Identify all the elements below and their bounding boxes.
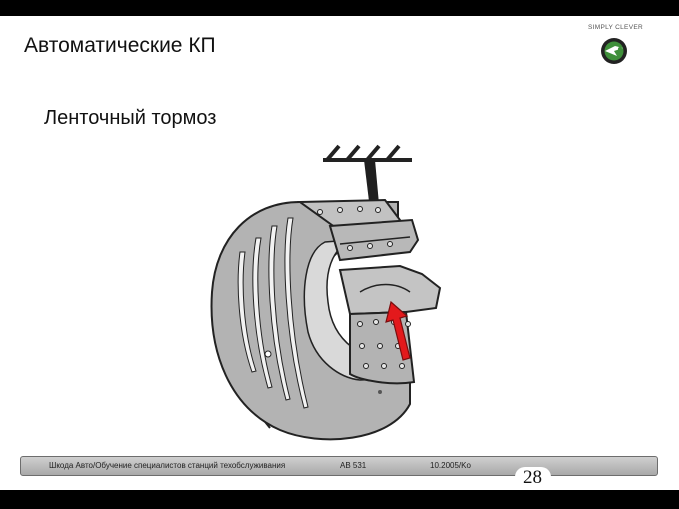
logo-tagline: SIMPLY CLEVER <box>588 24 643 31</box>
footer-date: 10.2005/Ko <box>430 461 471 470</box>
brand-logo: SIMPLY CLEVER <box>588 24 643 68</box>
page-number-tab <box>515 467 551 489</box>
footer-code: AB 531 <box>340 461 367 470</box>
bottom-black-bar <box>0 490 679 509</box>
slide-subtitle: Ленточный тормоз <box>44 107 217 129</box>
footer-course: Шкода Авто/Обучение специалистов станций… <box>49 461 286 470</box>
upper-band-lug <box>296 198 420 262</box>
top-black-bar <box>0 0 679 16</box>
slide-title: Автоматические КП <box>24 34 216 57</box>
ground-anchor-icon <box>323 144 412 162</box>
band-slots <box>237 217 309 409</box>
force-arrow-icon <box>385 300 411 361</box>
page-number: 28 <box>523 467 542 488</box>
lower-band-lug <box>338 264 442 385</box>
footer-bar: Шкода Авто/Обучение специалистов станций… <box>20 456 658 476</box>
band-brake-illustration <box>210 144 442 441</box>
skoda-logo-icon <box>601 38 627 64</box>
